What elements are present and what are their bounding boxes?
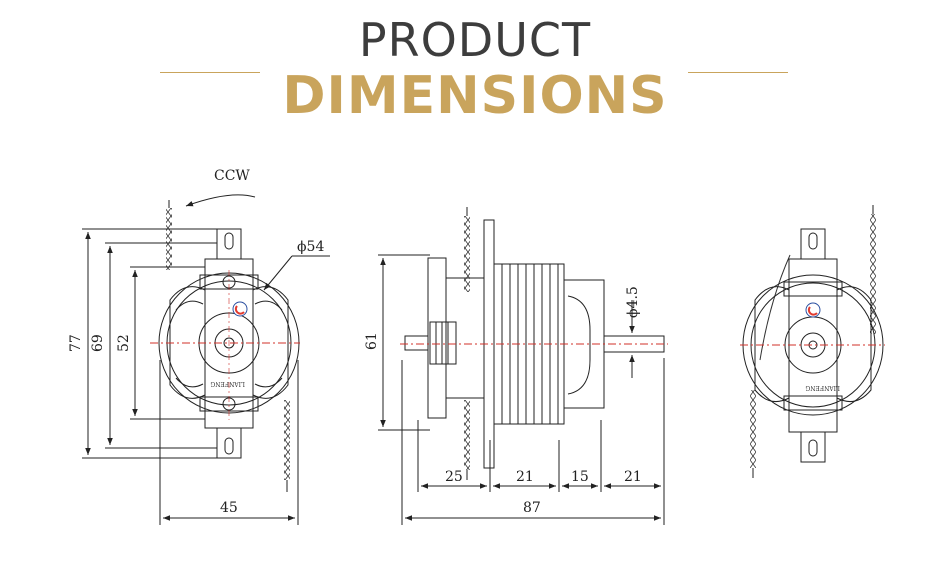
front-diameter-label: ϕ54 [297,239,324,255]
dim-25: 25 [445,469,463,485]
dim-77: 77 [68,334,84,352]
front-wire-left [166,208,172,270]
front-wire-right [284,400,290,480]
front-logo-text: LIANFENG [210,380,245,387]
rear-view [740,205,885,478]
dim-61: 61 [364,332,380,350]
dim-21-b: 21 [624,469,642,485]
side-view [378,207,668,525]
ccw-arrow [185,194,256,207]
header-left-rule [160,72,260,73]
dim-69: 69 [90,334,106,352]
rear-bottom-bracket [800,431,826,463]
side-commutator [429,321,457,365]
side-wire-bottom [464,400,470,470]
dim-21-a: 21 [516,469,534,485]
dim-52: 52 [116,334,132,352]
rear-logo-text: LIANFENG [805,384,840,391]
side-left-housing [427,257,447,419]
dim-87: 87 [523,500,541,516]
dim-shaft-diameter: ϕ4.5 [625,286,641,318]
header-right-rule [688,72,788,73]
rear-wire-left [750,390,756,468]
dim-15: 15 [571,469,589,485]
front-view [82,194,330,525]
dim-45: 45 [220,500,238,516]
title-dimensions: DIMENSIONS [282,66,668,126]
rear-wire-right [870,214,876,334]
side-wire-top [464,216,470,292]
title-product: PRODUCT [358,13,592,67]
ccw-label: CCW [214,168,250,184]
